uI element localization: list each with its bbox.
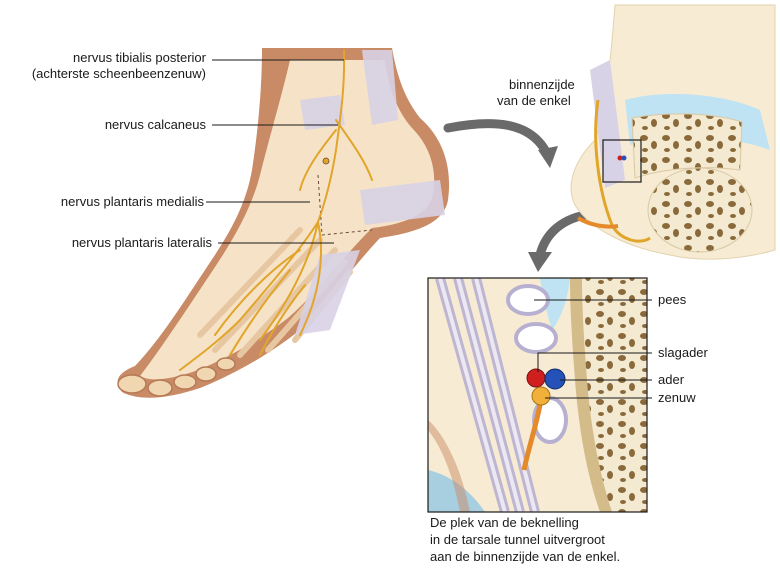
nerve-dot <box>531 386 551 406</box>
tunnel-outline <box>317 174 373 236</box>
caption: De plek van de beknelling in de tarsale … <box>430 514 620 565</box>
zoom-box <box>602 139 642 183</box>
label-ader: ader <box>658 372 685 387</box>
label-tibialis-posterior: nervus tibialis posterior (achterste sch… <box>31 50 206 81</box>
foot-drawing <box>117 48 450 398</box>
inset-magnified-view <box>428 278 647 512</box>
foot-inner <box>140 60 435 380</box>
caption-line-3: aan de binnenzijde van de enkel. <box>430 549 621 564</box>
label-plantaris-lateralis: nervus plantaris lateralis <box>71 235 212 250</box>
label-zenuw: zenuw <box>658 390 696 405</box>
leader-lines <box>206 59 652 399</box>
caption-line-2: in de tarsale tunnel uitvergroot <box>430 532 605 547</box>
label-slagader: slagader <box>658 345 708 360</box>
label-plantaris-medialis: nervus plantaris medialis <box>60 194 204 209</box>
label-nervus-calcaneus: nervus calcaneus <box>104 117 206 132</box>
artery-dot <box>526 368 546 388</box>
tibial-nerve <box>317 49 346 223</box>
label-inside-ankle: binnenzijde van de enkel <box>497 77 575 108</box>
inset-frame <box>427 277 648 513</box>
vein-dot <box>544 368 566 390</box>
arrow-to-ankle <box>443 119 558 168</box>
arrow-to-inset <box>528 210 590 272</box>
ankle-cross-section <box>570 4 776 260</box>
caption-line-1: De plek van de beknelling <box>430 515 579 530</box>
label-pees: pees <box>658 292 687 307</box>
